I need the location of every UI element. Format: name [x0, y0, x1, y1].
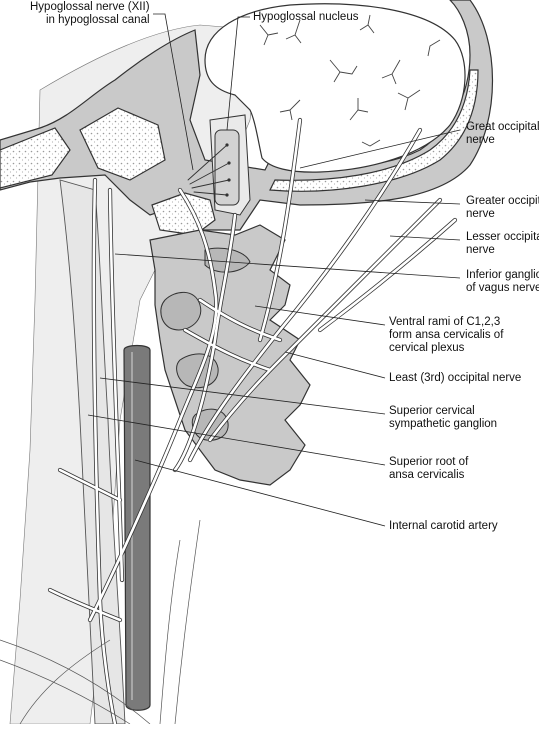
- nerves: [47, 117, 458, 727]
- leader-lesser-occipital: [389, 235, 461, 241]
- brain-vessels: [259, 14, 441, 147]
- leader-lines: [87, 13, 461, 527]
- occipital-condyle-cut: [79, 107, 166, 181]
- leader-hypoglossal-nerve: [153, 13, 194, 171]
- label-ventral-rami: Ventral rami of C1,2,3 form ansa cervica…: [389, 316, 504, 354]
- neck-muscle-strands: [0, 519, 201, 725]
- leader-inferior-ganglion: [114, 253, 461, 279]
- leader-hypoglossal-nucleus: [226, 16, 250, 131]
- leader-internal-carotid: [134, 459, 386, 527]
- label-lesser-occipital: Lesser occipital nerve: [466, 231, 539, 256]
- label-superior-root: Superior root of ansa cervicalis: [389, 456, 469, 481]
- leader-great-occipital: [299, 129, 461, 169]
- mastoid-cut: [0, 127, 71, 189]
- label-least-occipital: Least (3rd) occipital nerve: [389, 372, 522, 384]
- internal-carotid-artery: [123, 344, 151, 711]
- leader-superior-cervical: [99, 377, 386, 415]
- label-hypoglossal-nucleus: Hypoglossal nucleus: [253, 11, 359, 23]
- label-hypoglossal-nerve: Hypoglossal nerve (XII) in hypoglossal c…: [30, 1, 150, 26]
- leader-ventral-rami: [254, 305, 386, 326]
- label-greater-occipital: Greater occipital nerve: [466, 195, 539, 220]
- leader-least-occipital: [284, 351, 386, 379]
- leader-superior-root: [87, 414, 386, 466]
- label-inferior-ganglion: Inferior ganglion of vagus nerve: [466, 269, 539, 294]
- leader-greater-occipital: [364, 199, 461, 205]
- label-internal-carotid: Internal carotid artery: [389, 520, 498, 532]
- occipital-squama-cut: [269, 69, 479, 192]
- label-superior-cervical: Superior cervical sympathetic ganglion: [389, 405, 498, 430]
- label-great-occipital: Great occipital nerve: [466, 121, 539, 146]
